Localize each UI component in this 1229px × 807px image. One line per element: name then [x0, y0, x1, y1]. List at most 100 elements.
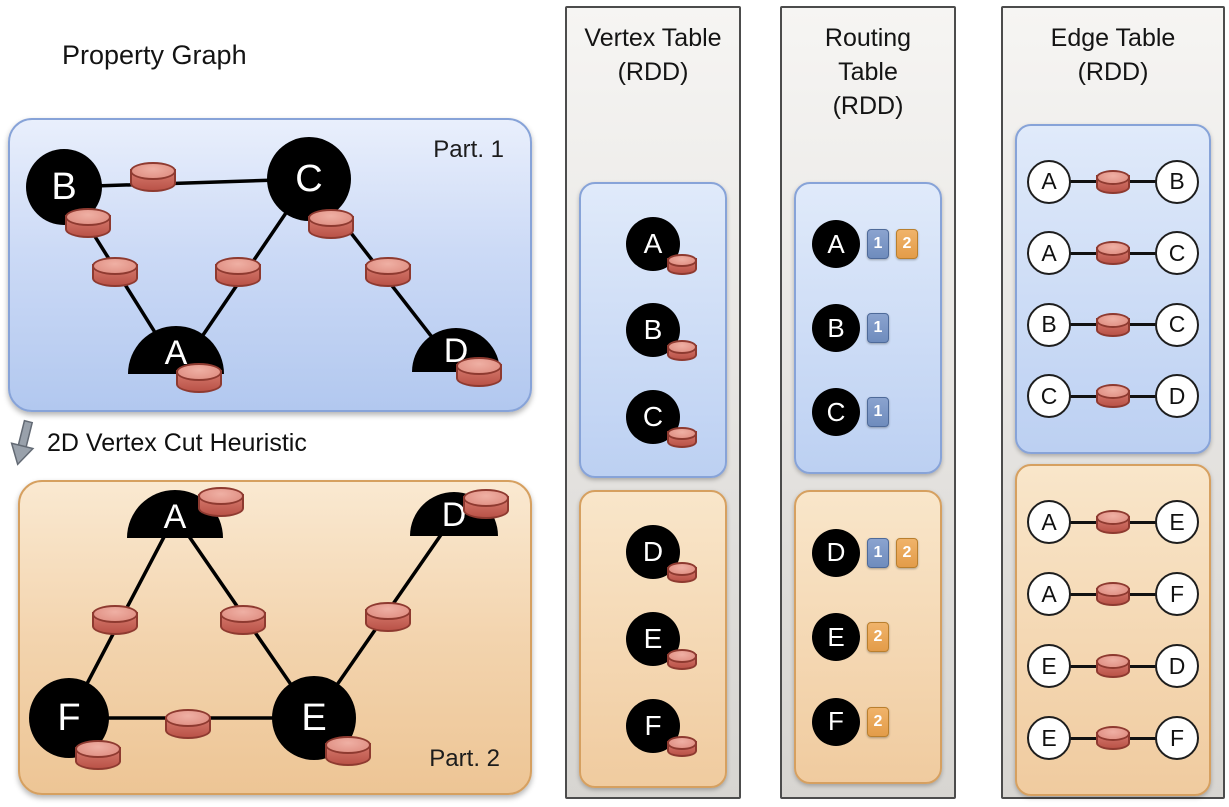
property-cylinder-icon: [215, 257, 261, 288]
property-cylinder-icon: [1096, 169, 1130, 194]
edge-vertex-circle: D: [1155, 644, 1199, 688]
property-cylinder-icon: [92, 257, 138, 288]
edge-line: [1069, 592, 1098, 596]
property-cylinder-icon: [667, 736, 697, 758]
edge-vertex-circle: E: [1027, 644, 1071, 688]
vertex-label: D: [642, 536, 664, 567]
partition-2-badge: 2: [896, 537, 918, 568]
property-cylinder-icon: [1096, 241, 1130, 266]
graph-vertex-f: F: [29, 678, 109, 758]
property-cylinder-icon: [75, 740, 121, 771]
vertex-table-part2: D E F: [579, 490, 727, 788]
partition-1-badge: 1: [867, 229, 889, 259]
property-cylinder-icon: [176, 363, 222, 394]
property-cylinder-icon: [198, 487, 244, 518]
partition-1-label: Part. 1: [433, 136, 504, 163]
property-cylinder-icon: [1096, 510, 1130, 535]
vertex-label: F: [828, 706, 844, 736]
vertex-cut-heuristic: 2D Vertex Cut Heuristic: [8, 419, 307, 467]
vertex-table-item: E: [626, 612, 697, 671]
partition-1-box: Part. 1 B C A D: [8, 118, 532, 412]
vertex-table-title-line2: (RDD): [617, 57, 689, 86]
vertex-circle: E: [812, 613, 860, 661]
property-cylinder-icon: [65, 208, 111, 239]
edge-line: [1128, 736, 1157, 740]
routing-row: A 1 2: [812, 220, 918, 268]
vertex-table-part1: A B C: [579, 182, 727, 478]
edge-row: A C: [1027, 231, 1199, 276]
property-cylinder-icon: [325, 736, 371, 767]
partition-2-badge: 2: [896, 229, 918, 259]
routing-row: F 2: [812, 697, 889, 746]
routing-table-title: Routing Table (RDD): [782, 22, 954, 123]
page-title: Property Graph: [62, 40, 247, 70]
edge-line: [1069, 520, 1098, 524]
edge-row: E D: [1027, 644, 1199, 688]
edge-line: [1128, 180, 1157, 184]
partition-2-badge: 2: [867, 706, 889, 737]
property-cylinder-icon: [1096, 312, 1130, 337]
routing-table-title-line2: Table: [838, 57, 898, 86]
graph-vertex-c: C: [267, 137, 351, 221]
property-cylinder-icon: [308, 209, 354, 240]
vertex-label: A: [163, 498, 187, 536]
edge-vertex-circle: B: [1155, 159, 1199, 204]
vertex-circle: C: [812, 388, 860, 436]
property-cylinder-icon: [667, 562, 697, 584]
edge-row: A B: [1027, 159, 1199, 204]
down-arrow-icon: [10, 419, 35, 466]
property-cylinder-icon: [130, 162, 176, 193]
routing-table-title-line1: Routing: [824, 24, 912, 52]
routing-table-title-line3: (RDD): [832, 91, 904, 120]
vertex-label: D: [441, 496, 467, 534]
property-cylinder-icon: [667, 340, 697, 362]
vertex-label: B: [51, 165, 77, 208]
property-cylinder-icon: [667, 649, 697, 671]
vertex-label: C: [642, 400, 664, 432]
edge-line: [1128, 664, 1157, 668]
vertex-table-item: C: [626, 389, 697, 448]
property-cylinder-icon: [463, 489, 509, 520]
property-cylinder-icon: [165, 709, 211, 740]
edge-vertex-circle: D: [1155, 374, 1199, 419]
property-cylinder-icon: [1096, 726, 1130, 751]
vertex-label: C: [295, 157, 323, 200]
property-cylinder-icon: [1096, 582, 1130, 607]
edge-table-part1: A B A C B C C D: [1015, 124, 1211, 454]
edge-vertex-circle: F: [1155, 572, 1199, 616]
routing-table-part1: A 1 2 B 1 C 1: [794, 182, 942, 474]
routing-table-part2: D 1 2 E 2 F 2: [794, 490, 942, 784]
vertex-circle: E: [626, 612, 680, 666]
cut-heuristic-label: 2D Vertex Cut Heuristic: [47, 428, 307, 457]
partition-1-badge: 1: [867, 313, 889, 343]
edge-row: C D: [1027, 374, 1199, 419]
routing-row: D 1 2: [812, 528, 918, 577]
edge-vertex-circle: A: [1027, 159, 1071, 204]
property-cylinder-icon: [667, 253, 697, 275]
edge-vertex-circle: C: [1155, 302, 1199, 347]
edge-vertex-circle: E: [1155, 500, 1199, 544]
partition-1-badge: 1: [867, 537, 889, 568]
routing-table-column: Routing Table (RDD) A 1 2 B 1 C 1 D 1 2 …: [780, 6, 956, 799]
edge-table-title-line2: (RDD): [1077, 57, 1149, 86]
edge-vertex-circle: B: [1027, 302, 1071, 347]
edge-vertex-circle: C: [1155, 231, 1199, 276]
edge-row: B C: [1027, 302, 1199, 347]
routing-row: B 1: [812, 304, 889, 352]
vertex-label: A: [643, 227, 663, 259]
routing-row: C 1: [812, 388, 889, 436]
partition-2-badge: 2: [867, 622, 889, 652]
edge-row: E F: [1027, 716, 1199, 760]
vertex-label: C: [826, 396, 846, 427]
graph-vertex-e: E: [272, 676, 356, 760]
vertex-table-item: F: [626, 699, 697, 758]
vertex-table-title: Vertex Table (RDD): [567, 22, 739, 90]
property-cylinder-icon: [456, 357, 502, 388]
vertex-table-column: Vertex Table (RDD) A B C D E F: [565, 6, 741, 799]
edge-line: [1069, 251, 1098, 255]
vertex-label: B: [827, 312, 845, 343]
edge-line: [1069, 736, 1098, 740]
edge-line: [1069, 394, 1098, 398]
edge-line: [1069, 180, 1098, 184]
edge-vertex-circle: A: [1027, 231, 1071, 276]
